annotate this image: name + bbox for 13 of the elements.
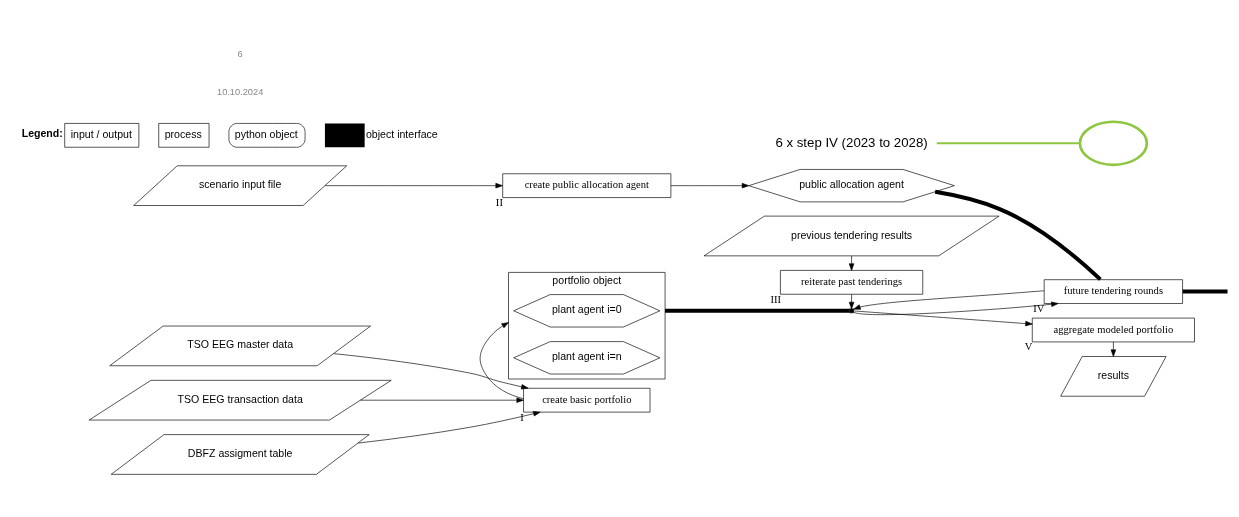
legend-label: object interface: [365, 127, 438, 140]
node-label: V: [1024, 341, 1033, 353]
legend-label: python object: [234, 127, 298, 140]
label: Legend:: [21, 127, 63, 140]
node-label: III: [770, 293, 782, 305]
node-label: IV: [1033, 303, 1045, 314]
legend-label: input / output: [70, 127, 132, 140]
node-text: 6 x step IV (2023 to 2028): [775, 134, 928, 150]
legend-label: process: [164, 127, 202, 140]
label: 10.10.2024: [217, 87, 264, 98]
node-label: I: [520, 411, 524, 423]
node-label: II: [495, 197, 503, 209]
label: 6: [237, 49, 243, 60]
